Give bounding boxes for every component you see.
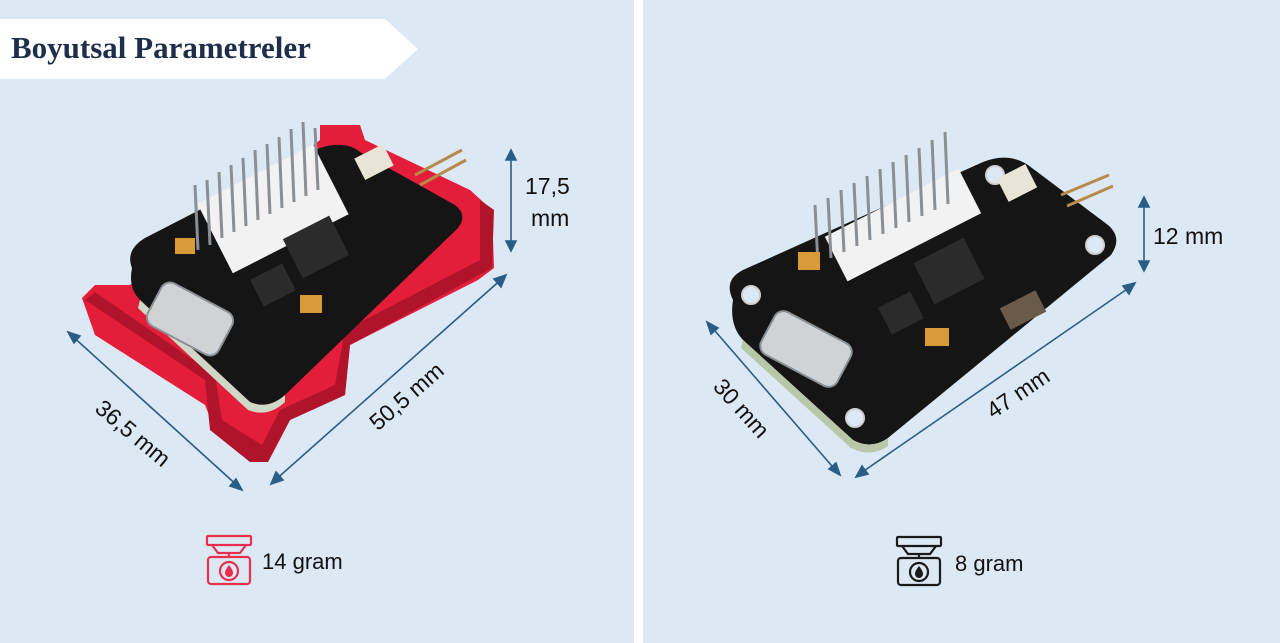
right-board-illustration	[705, 131, 1151, 479]
right-height-label: 12 mm	[1153, 223, 1224, 249]
title-banner	[0, 19, 418, 79]
left-weight-label: 14 gram	[262, 549, 343, 574]
page-title: Boyutsal Parametreler	[11, 30, 311, 65]
right-dimension-lines	[705, 195, 1151, 479]
left-pcb-board	[130, 121, 467, 413]
scale-icon	[205, 534, 253, 586]
left-height-label-line2: mm	[531, 205, 570, 231]
left-height-label-line1: 17,5	[525, 173, 570, 199]
scale-icon	[895, 535, 943, 587]
right-pcb-board	[729, 131, 1117, 453]
right-product-panel: 12 mm 30 mm 47 mm 8 gram	[643, 0, 1280, 643]
left-product-panel: Boyutsal Parametreler 17,5 mm 36,5 mm 50…	[0, 0, 634, 643]
left-board-illustration	[66, 121, 518, 492]
left-dimension-lines	[66, 148, 518, 492]
right-weight-label: 8 gram	[955, 551, 1024, 576]
